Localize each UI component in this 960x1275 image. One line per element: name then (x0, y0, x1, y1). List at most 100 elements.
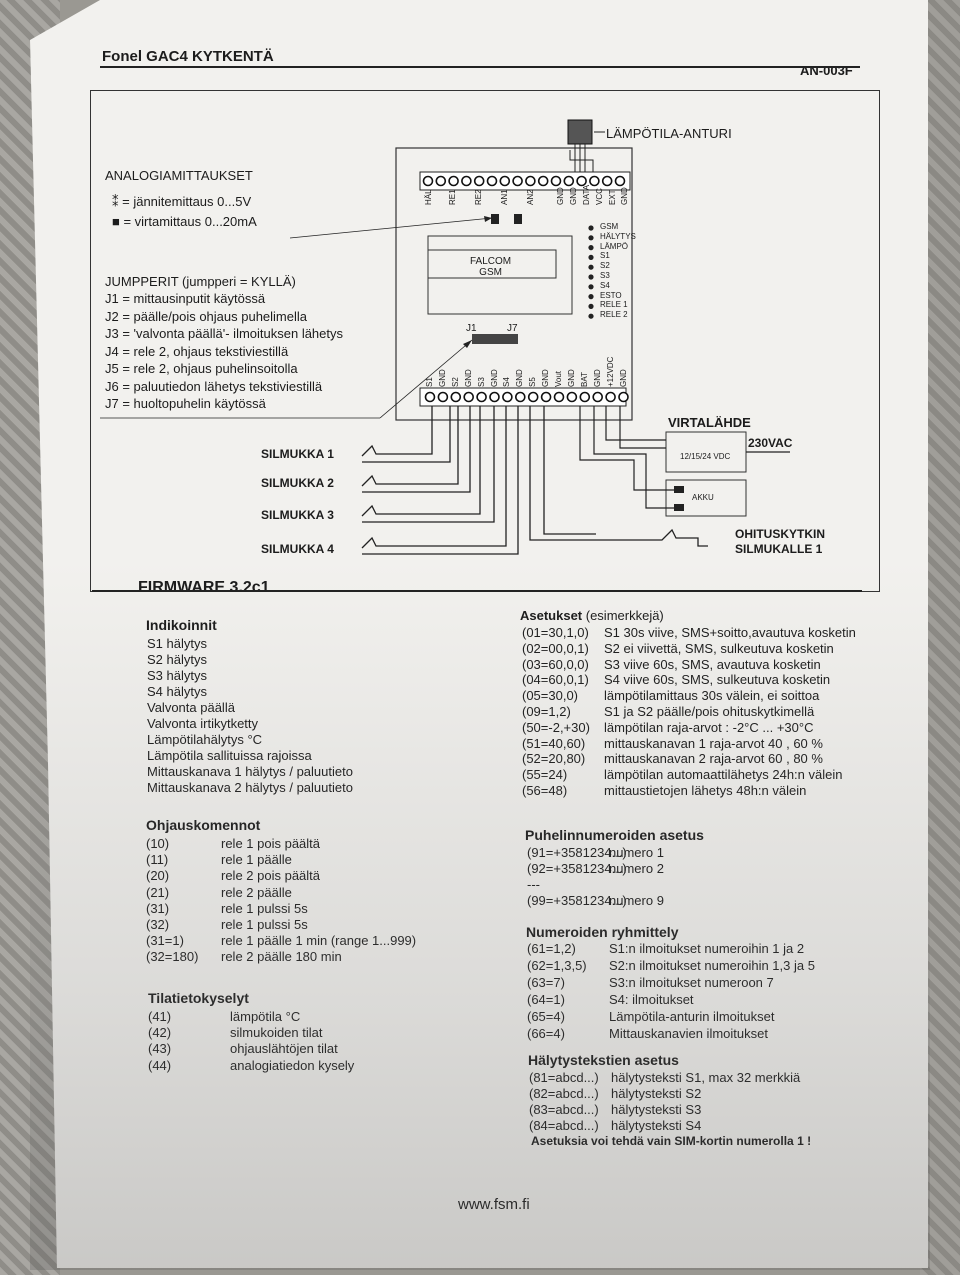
item-code: (91=+3581234...) (527, 845, 627, 860)
top-terminal-label: RE1 (448, 189, 457, 205)
top-terminal-label: RE2 (474, 189, 483, 205)
paper-sheet (30, 0, 928, 1268)
bottom-terminal-label: S1 (425, 377, 434, 387)
bypass-label: OHITUSKYTKIN SILMUKALLE 1 (735, 527, 825, 556)
document-title: Fonel GAC4 KYTKENTÄ (102, 48, 274, 65)
item-code: (31) (146, 900, 170, 916)
item-code: (81=abcd...) (529, 1070, 599, 1085)
setting-row: (51=40,60)mittauskanavan 1 raja-arvot 40… (522, 736, 823, 751)
grouping-row: (64=1) S4: ilmoitukset (527, 992, 694, 1007)
item-text: S3 viive 60s, SMS, avautuva kosketin (604, 656, 821, 672)
alarm-text-row: (83=abcd...)hälytysteksti S3 (529, 1102, 701, 1117)
led-label: HÄLYTYS (600, 231, 636, 241)
command-row: (31) rele 1 pulssi 5s (146, 901, 308, 916)
header-rule (100, 66, 860, 68)
item-code: (99=+3581234...) (527, 893, 627, 908)
item-text: lämpötilan automaattilähetys 24h:n välei… (604, 767, 843, 783)
item-text: S3:n ilmoitukset numeroon 7 (609, 975, 774, 990)
analog-current: ■ = virtamittaus 0...20mA (112, 214, 257, 229)
top-terminal-label: DATA (582, 184, 591, 205)
item-text: S4: ilmoitukset (609, 992, 694, 1007)
top-terminal-label: EXT (608, 189, 617, 205)
psu-label: 12/15/24 VDC (680, 452, 731, 461)
item-code: (64=1) (527, 992, 565, 1007)
item-text: rele 1 pulssi 5s (221, 900, 308, 916)
terminal-screw-icon (579, 391, 591, 403)
led-label: S1 (600, 251, 610, 261)
item-text: ohjauslähtöjen tilat (230, 1041, 338, 1057)
terminal-screw-icon (489, 391, 500, 403)
phone-row: (99=+3581234...)numero 9 (527, 893, 664, 908)
setting-row: (50=-2,+30)lämpötilan raja-arvot : -2°C … (522, 720, 813, 735)
item-code: (65=4) (527, 1009, 565, 1024)
phone-row: (92=+3581234...)numero 2 (527, 861, 664, 876)
setting-row: (05=30,0)lämpötilamittaus 30s välein, ei… (522, 688, 819, 703)
indication-item: S3 hälytys (147, 668, 207, 683)
top-terminal-label: GND (620, 187, 629, 205)
bottom-terminal-label: S3 (476, 377, 486, 387)
led-label: ESTO (600, 290, 622, 300)
loop-label: SILMUKKA 1 (261, 447, 334, 461)
item-code: (03=60,0,0) (522, 656, 589, 672)
terminal-screw-icon (605, 391, 616, 403)
temperature-sensor-icon (567, 119, 593, 145)
bottom-terminal-label: GND (463, 369, 473, 387)
terminal-screw-icon (463, 391, 475, 403)
indication-item: Valvonta päällä (147, 700, 235, 715)
led-label: GSM (600, 222, 619, 231)
bottom-terminal-label: GND (515, 369, 525, 387)
jumper-left-label: J1 (466, 323, 477, 334)
firmware-rule (92, 590, 862, 592)
item-text: silmukoiden tilat (230, 1025, 323, 1041)
bottom-terminal-label: GND (592, 369, 602, 387)
item-text: rele 1 päälle (221, 852, 292, 868)
an1-jumper-icon (491, 214, 499, 224)
item-text: hälytysteksti S2 (611, 1086, 702, 1101)
setting-row: (09=1,2)S1 ja S2 päälle/pois ohituskytki… (522, 704, 814, 719)
setting-row: (56=48)mittaustietojen lähetys 48h:n väl… (522, 783, 806, 798)
terminal-screw-icon (424, 391, 436, 403)
alarm-text-row: (82=abcd...)hälytysteksti S2 (529, 1086, 701, 1101)
terminal-screw-icon (527, 391, 539, 403)
alarm-text-row: (81=abcd...)hälytysteksti S1, max 32 mer… (529, 1070, 800, 1085)
item-code: (05=30,0) (522, 688, 579, 704)
item-text: mittaustietojen lähetys 48h:n välein (604, 783, 807, 798)
device-board (395, 147, 633, 421)
command-row: (21)rele 2 päälle (146, 885, 292, 900)
item-code: (52=20,80) (522, 751, 586, 767)
bottom-terminal-screws (424, 391, 629, 403)
item-text: Mittauskanavien ilmoitukset (609, 1026, 768, 1041)
phone-row: --- (527, 877, 609, 892)
jumpers-title: JUMPPERIT (jumpperi = KYLLÄ) (105, 274, 296, 289)
item-text: rele 2 päälle (221, 884, 292, 900)
grouping-row: (65=4)Lämpötila-anturin ilmoitukset (527, 1009, 774, 1024)
led-label: S3 (600, 271, 610, 280)
query-row: (41)lämpötila °C (148, 1009, 300, 1024)
item-text: numero 9 (609, 893, 664, 908)
battery-label: AKKU (692, 493, 714, 502)
led-label: RELE 1 (600, 300, 628, 310)
item-code: (10) (146, 836, 170, 851)
firmware-title: FIRMWARE 3.2c1 (138, 579, 270, 596)
item-code: (32=180) (146, 949, 199, 965)
terminal-screw-icon (512, 175, 523, 187)
item-code: (43) (148, 1041, 172, 1057)
command-row: (31=1)rele 1 päälle 1 min (range 1...999… (146, 933, 416, 948)
terminal-screw-icon (461, 175, 472, 187)
item-code: (66=4) (527, 1026, 565, 1041)
item-code: (92=+3581234...) (527, 861, 627, 876)
item-code: (51=40,60) (522, 735, 586, 751)
sim-note: Asetuksia voi tehdä vain SIM-kortin nume… (531, 1134, 812, 1148)
item-code: (09=1,2) (522, 704, 571, 719)
item-text: S4 viive 60s, SMS, sulkeutuva kosketin (604, 672, 831, 688)
setting-row: (02=00,0,1)S2 ei viivettä, SMS, sulkeutu… (522, 641, 834, 656)
bottom-terminal-label: S2 (450, 377, 460, 387)
terminal-screw-icon (476, 391, 487, 403)
item-text: numero 2 (609, 861, 664, 876)
item-text: S2:n ilmoitukset numeroihin 1,3 ja 5 (609, 958, 815, 973)
analog-voltage: ⁑ = jännitemittaus 0...5V (112, 194, 251, 210)
item-text: rele 1 pulssi 5s (221, 917, 308, 932)
item-code: (50=-2,+30) (522, 719, 590, 735)
top-terminal-label: VCC (595, 188, 604, 205)
query-row: (43) ohjauslähtöjen tilat (148, 1041, 338, 1056)
